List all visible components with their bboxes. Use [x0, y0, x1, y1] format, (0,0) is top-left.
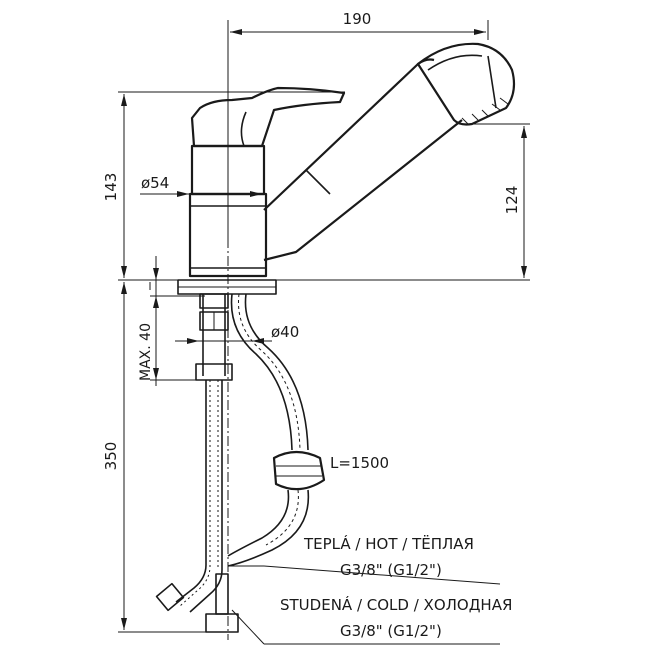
lever-handle — [190, 86, 346, 148]
pull-out-spout — [263, 42, 516, 262]
connection-leaders — [228, 565, 501, 645]
dimension-diameter-40-label: ø40 — [271, 323, 299, 341]
dimension-350: 350 — [102, 282, 127, 630]
supply-hoses — [155, 380, 239, 633]
mounting-flange — [177, 279, 277, 309]
dimension-190: 190 — [230, 10, 486, 35]
sprayer-nozzles — [461, 97, 509, 125]
dimension-max-40-label: MAX. 40 — [138, 323, 154, 381]
threaded-shank — [195, 294, 233, 381]
hot-connection-thread: G3/8" (G1/2") — [340, 561, 442, 579]
dimension-190-label: 190 — [343, 10, 372, 28]
cold-connection-thread: G3/8" (G1/2") — [340, 622, 442, 640]
dimension-diameter-40: ø40 — [187, 323, 299, 344]
cold-connection-label-group: STUDENÁ / COLD / ХОЛОДНАЯ G3/8" (G1/2") — [280, 595, 512, 640]
cold-connection-label: STUDENÁ / COLD / ХОЛОДНАЯ — [280, 595, 512, 614]
hot-connection-label: TEPLÁ / HOT / ТЁПЛАЯ — [303, 534, 474, 553]
faucet-body — [188, 144, 268, 278]
dimension-max-40: MAX. 40 — [138, 256, 159, 386]
dimension-143: 143 — [102, 94, 127, 278]
dimension-124: 124 — [503, 126, 527, 278]
hose-length-label: L=1500 — [330, 454, 389, 472]
dimension-diameter-54-label: ø54 — [141, 174, 169, 192]
pull-out-hose: L=1500 — [227, 293, 389, 567]
hot-connection-label-group: TEPLÁ / HOT / ТЁПЛАЯ G3/8" (G1/2") — [303, 534, 474, 579]
dimension-143-label: 143 — [102, 173, 120, 202]
dimension-350-label: 350 — [102, 442, 120, 471]
dimension-124-label: 124 — [503, 186, 521, 215]
